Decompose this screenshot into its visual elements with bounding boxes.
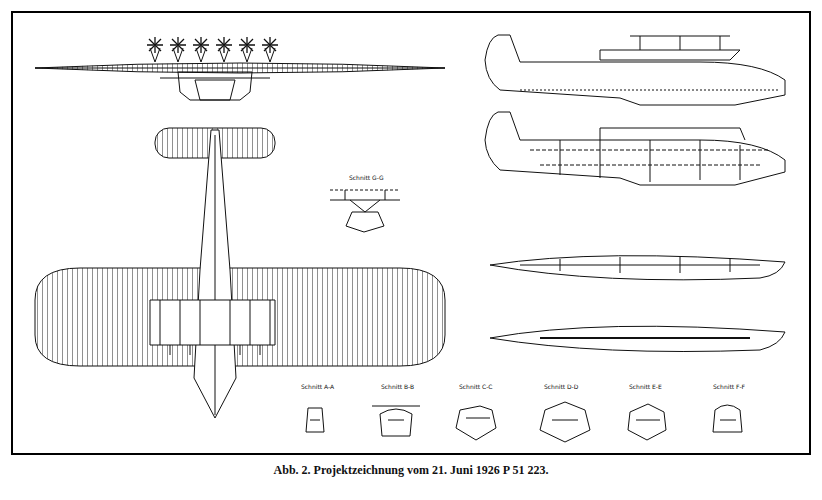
section-label: Schnitt G-G [348,174,385,181]
section-label: Schnitt F-F [712,383,746,390]
section-label: Schnitt E-E [628,383,663,390]
section-label: Schnitt C-C [458,383,494,390]
section-label: Schnitt A-A [300,383,335,390]
section-label: Schnitt B-B [380,383,415,390]
section-label: Schnitt D-D [543,383,579,390]
figure-caption: Abb. 2. Projektzeichnung vom 21. Juni 19… [274,463,549,478]
